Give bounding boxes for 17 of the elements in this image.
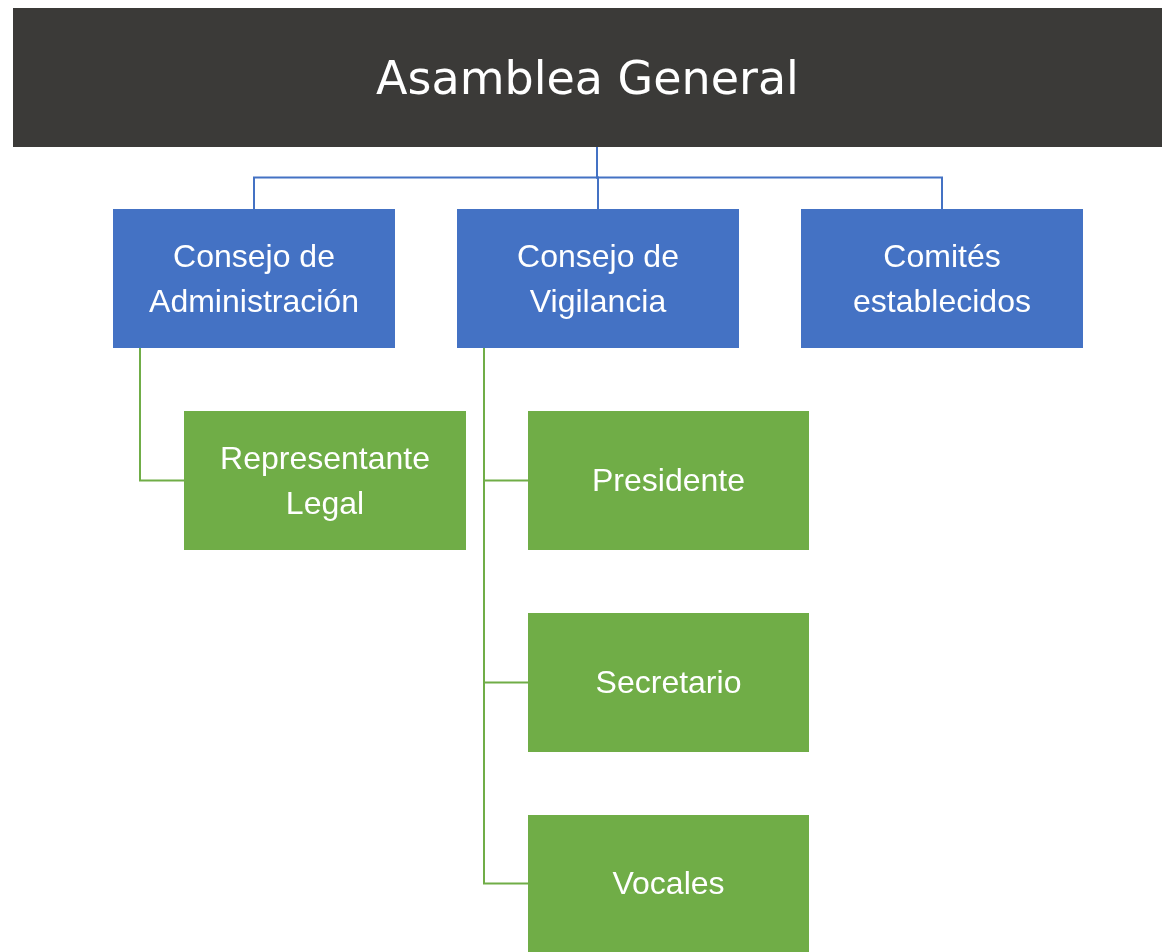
box-label: Presidente xyxy=(592,461,745,501)
box-label: Consejo de Vigilancia xyxy=(516,236,680,321)
box-label: Comités establecidos xyxy=(852,236,1032,321)
box-label: Consejo de Administración xyxy=(148,236,360,321)
org-box xyxy=(528,613,809,752)
org-box xyxy=(528,411,809,550)
org-box xyxy=(184,411,466,550)
connector-line xyxy=(139,347,185,482)
box-label: Representante Legal xyxy=(219,438,431,523)
org-box xyxy=(457,209,739,348)
org-box xyxy=(113,209,395,348)
org-box xyxy=(528,815,809,952)
org-box xyxy=(801,209,1083,348)
box-label: Vocales xyxy=(612,864,725,904)
box-label: Secretario xyxy=(595,663,742,703)
title: Asamblea General xyxy=(376,50,799,105)
title-bar xyxy=(13,8,1162,147)
